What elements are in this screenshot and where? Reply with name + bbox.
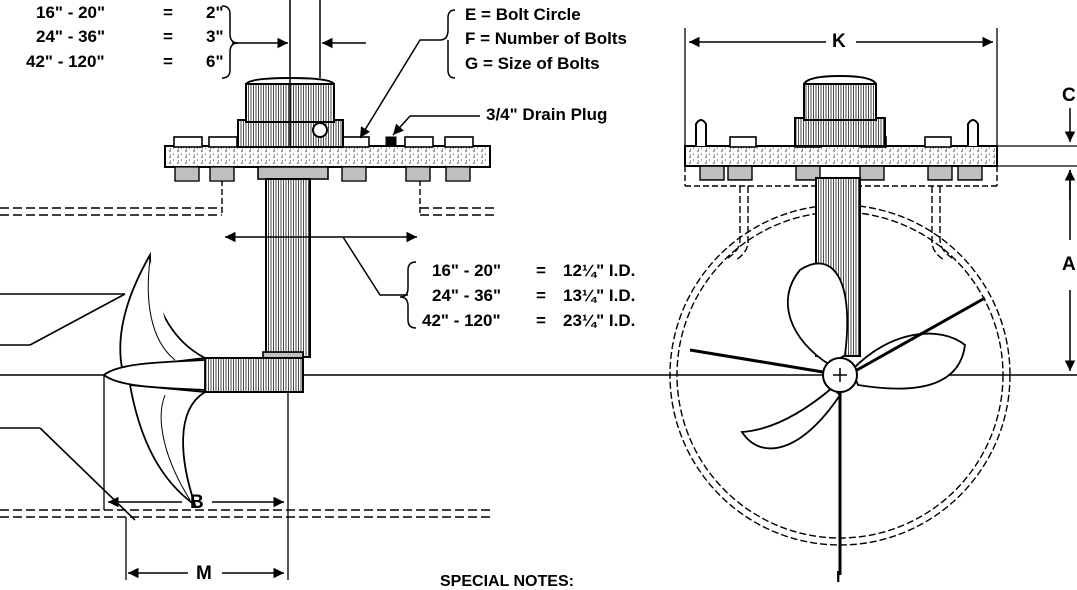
dim-label-i: I	[836, 569, 841, 586]
clearance-value: 2"	[206, 3, 224, 22]
legend-number-of-bolts: F = Number of Bolts	[465, 29, 627, 48]
clearance-value: 6"	[206, 52, 224, 71]
bore-range: 24" - 36"	[432, 286, 502, 305]
dim-label-m: M	[196, 563, 212, 584]
bore-row: 24" - 36" = 13¼" I.D.	[432, 287, 672, 305]
bore-value: 12¼" I.D.	[563, 261, 636, 280]
dim-label-a: A	[1062, 254, 1076, 275]
legend-bolt-circle: E = Bolt Circle	[465, 5, 581, 24]
bore-range: 42" - 120"	[422, 311, 501, 330]
dim-label-b: B	[190, 492, 204, 513]
bore-row: 42" - 120" = 23¼" I.D.	[422, 312, 672, 330]
clearance-range: 16" - 20"	[36, 3, 106, 22]
bore-value: 23¼" I.D.	[563, 311, 636, 330]
clearance-eq: =	[163, 3, 173, 22]
side-view	[0, 0, 650, 580]
clearance-eq: =	[163, 52, 173, 71]
clearance-row: 24" - 36" = 3"	[36, 28, 236, 46]
dim-label-k: K	[832, 31, 846, 52]
drain-plug-label: 3/4" Drain Plug	[486, 105, 608, 124]
bore-value: 13¼" I.D.	[563, 286, 636, 305]
clearance-range: 24" - 36"	[36, 27, 106, 46]
bore-row: 16" - 20" = 12¼" I.D.	[432, 262, 672, 280]
bore-eq: =	[536, 261, 546, 280]
clearance-row: 42" - 120" = 6"	[26, 53, 236, 71]
propeller-front	[740, 262, 966, 450]
dim-label-c: C	[1062, 85, 1076, 106]
clearance-row: 16" - 20" = 2"	[36, 4, 236, 22]
propeller-side	[102, 251, 209, 508]
bore-eq: =	[536, 311, 546, 330]
clearance-eq: =	[163, 27, 173, 46]
clearance-value: 3"	[206, 27, 224, 46]
hull-dashed-lines	[0, 207, 495, 518]
bore-eq: =	[536, 286, 546, 305]
special-notes-heading: SPECIAL NOTES:	[440, 573, 574, 590]
clearance-range: 42" - 120"	[26, 52, 105, 71]
bore-range: 16" - 20"	[432, 261, 502, 280]
legend-size-of-bolts: G = Size of Bolts	[465, 54, 600, 73]
front-view	[650, 28, 1077, 575]
